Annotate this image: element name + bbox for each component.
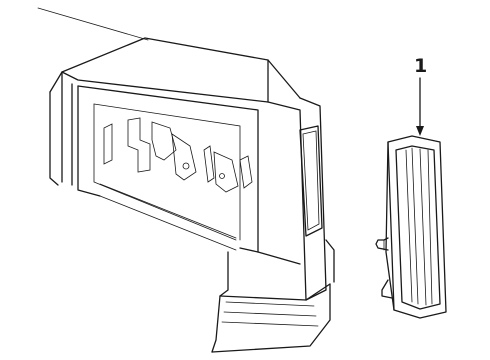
callout-1-label: 1 [414,55,427,77]
side-marker-lamp [375,135,447,319]
callout-1-arrowhead [416,126,424,136]
callout-1: 1 [414,55,427,136]
vehicle-body [37,7,335,353]
